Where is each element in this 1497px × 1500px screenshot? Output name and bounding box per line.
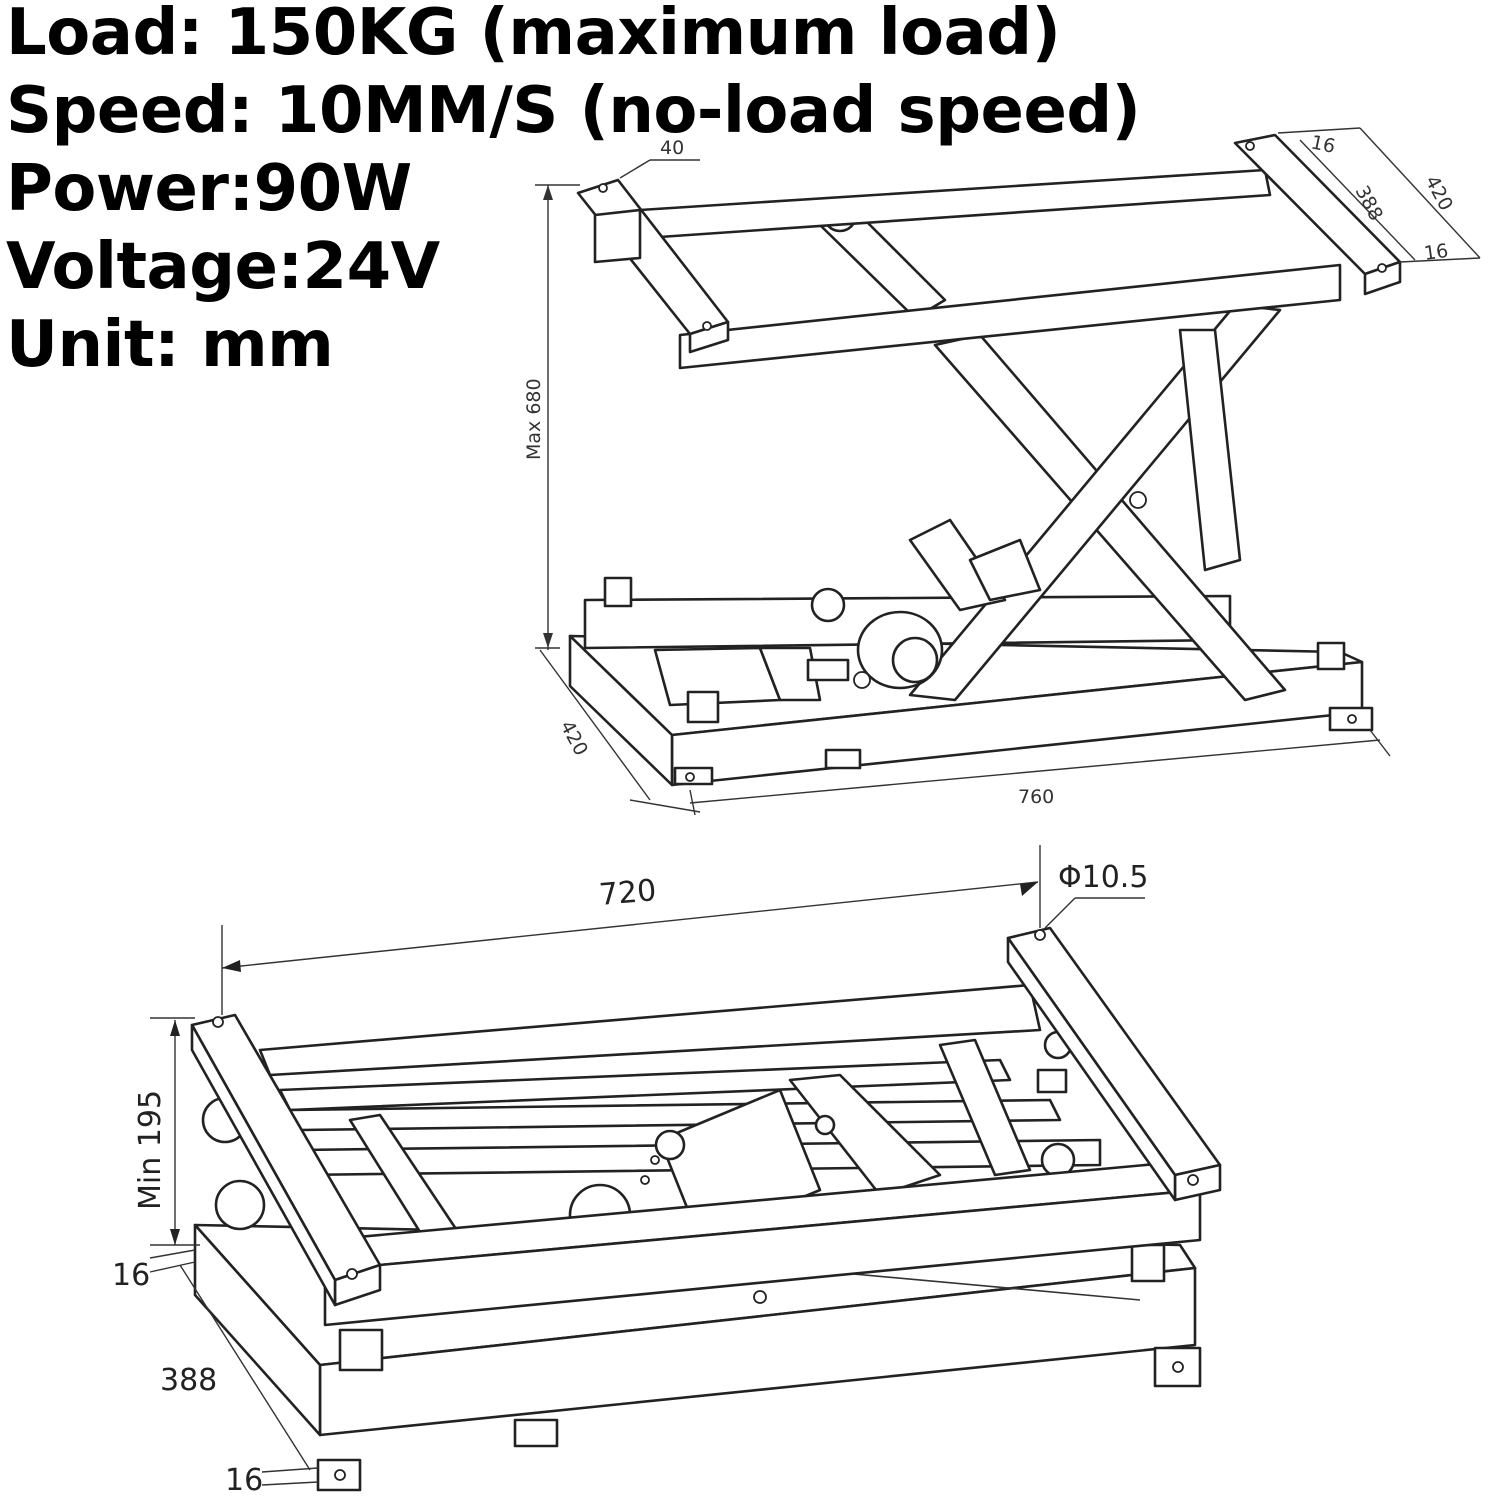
lowered-top-frame	[190, 926, 1222, 1327]
dim-lowered-length: 720	[598, 873, 658, 913]
raised-actuator	[806, 197, 1042, 690]
lowered-dimensions: 720 Φ10.5 Min 195 16 388 16	[112, 845, 1148, 1498]
spec-list: Load: 150KG (maximum load) Speed: 10MM/S…	[6, 0, 1141, 384]
dim-top-bar-width: 40	[660, 137, 684, 159]
spec-voltage: Voltage:24V	[6, 230, 440, 304]
spec-load: Load: 150KG (maximum load)	[6, 0, 1061, 70]
spec-power: Power:90W	[6, 152, 412, 226]
dim-min-height: Min 195	[133, 1090, 168, 1210]
dim-max-height: Max 680	[523, 378, 545, 460]
dim-base-length: 760	[1018, 786, 1054, 808]
dim-lowered-edge-upper: 16	[112, 1258, 150, 1293]
raised-base-frame	[568, 576, 1374, 787]
dim-lowered-inner-span: 388	[160, 1363, 217, 1398]
dim-base-depth: 420	[556, 717, 592, 759]
raised-top-frame	[576, 133, 1402, 370]
spec-unit: Unit: mm	[6, 308, 334, 382]
dim-top-edge-lower: 16	[1423, 240, 1450, 265]
dim-lowered-edge-lower: 16	[225, 1463, 263, 1498]
lowered-lift-view: 720 Φ10.5 Min 195 16 388 16	[112, 845, 1222, 1498]
dim-top-plate-depth: 420	[1421, 172, 1457, 214]
dim-top-edge-upper: 16	[1309, 131, 1337, 158]
spec-speed: Speed: 10MM/S (no-load speed)	[6, 74, 1141, 148]
dim-hole-diameter: Φ10.5	[1058, 860, 1148, 895]
